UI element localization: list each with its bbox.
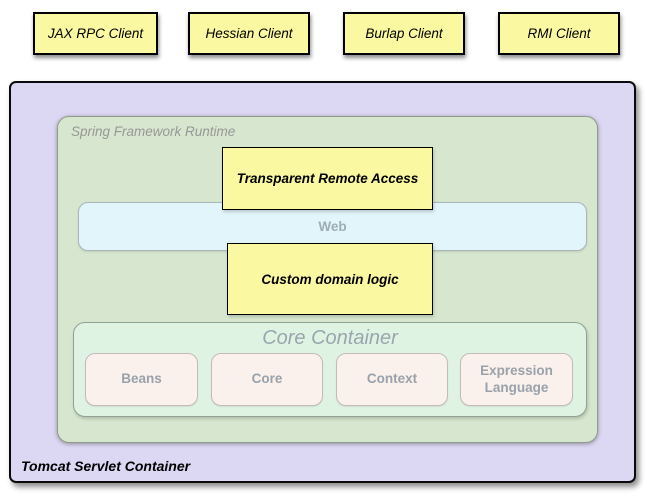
client-label-hessian: Hessian Client (205, 26, 293, 41)
module-core-label: Core (251, 371, 283, 387)
module-expression-language-label: Expression Language (480, 362, 553, 395)
client-box-jax-rpc: JAX RPC Client (33, 12, 158, 55)
web-label: Web (318, 219, 347, 234)
core-container-box: Core Container Beans Core Context Expres… (73, 322, 587, 417)
transparent-remote-access-box: Transparent Remote Access (222, 147, 433, 210)
client-label-jax-rpc: JAX RPC Client (47, 26, 144, 41)
client-box-burlap: Burlap Client (343, 12, 465, 55)
custom-domain-logic-box: Custom domain logic (227, 243, 433, 315)
client-label-burlap: Burlap Client (365, 26, 443, 41)
client-box-rmi: RMI Client (498, 12, 620, 55)
tomcat-label: Tomcat Servlet Container (21, 458, 191, 474)
custom-domain-logic-label: Custom domain logic (261, 271, 399, 287)
module-core: Core (211, 353, 323, 406)
module-beans-label: Beans (121, 371, 162, 387)
module-beans: Beans (85, 353, 198, 406)
tomcat-servlet-container-box: Spring Framework Runtime Web Transparent… (9, 81, 636, 483)
transparent-remote-access-label: Transparent Remote Access (236, 171, 419, 186)
runtime-label: Spring Framework Runtime (71, 124, 236, 139)
client-box-hessian: Hessian Client (188, 12, 310, 55)
spring-framework-runtime-box: Spring Framework Runtime Web Transparent… (57, 116, 598, 443)
core-container-title: Core Container (262, 327, 398, 349)
module-expression-language: Expression Language (460, 353, 573, 406)
module-context-label: Context (366, 371, 418, 387)
client-label-rmi: RMI Client (527, 26, 591, 41)
module-context: Context (336, 353, 448, 406)
